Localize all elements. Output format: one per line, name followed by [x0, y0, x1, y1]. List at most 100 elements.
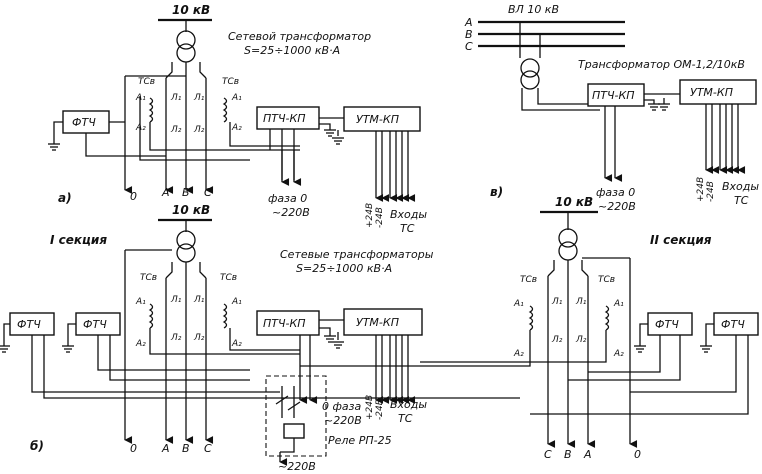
om-winding-lv [520, 70, 540, 90]
ftch-label-b3: ФТЧ [655, 318, 679, 331]
inputs-a-line1: Входы [390, 208, 427, 221]
utm-label-v: УТМ-КП [690, 86, 733, 99]
voltage-left-b: 10 кВ [172, 203, 210, 217]
label-v: в) [490, 185, 503, 199]
section1-label: I секция [50, 233, 107, 247]
a2-b2-r: A₂ [613, 349, 624, 359]
inputs-a-line2: ТС [400, 222, 415, 235]
phase-b-line2: ~220В [324, 414, 362, 427]
a1-label-r: A₁ [231, 93, 242, 103]
a2-b-r: A₂ [231, 339, 242, 349]
a1-b2: A₁ [513, 299, 524, 309]
phase-b-line1: 0 фаза [322, 400, 361, 413]
output-b-b: B [182, 442, 190, 455]
l2-label: Л₂ [170, 125, 182, 135]
phase-v-line1: фаза 0 [596, 186, 635, 199]
l1-b: Л₁ [170, 295, 182, 305]
inputs-b-line1: Входы [390, 398, 427, 411]
ptch-label-v: ПТЧ-КП [592, 89, 635, 102]
tsv-label-right-a: ТСв [222, 77, 239, 87]
utm-inputs-b [375, 335, 416, 404]
v24a-a: +24В [365, 203, 375, 228]
a1-b-r: A₁ [231, 297, 242, 307]
tsv-b-1: ТСв [140, 273, 157, 283]
title-a-line2: S=25÷1000 кВ·А [244, 44, 340, 57]
v24a-v: +24В [696, 177, 706, 202]
l1-label: Л₁ [170, 93, 182, 103]
a1-b: A₁ [135, 297, 146, 307]
tsv-b-2: ТСв [220, 273, 237, 283]
om-winding-hv [520, 58, 540, 78]
inputs-v-line2: ТС [734, 194, 749, 207]
l1-label-r: Л₁ [193, 93, 205, 103]
transformer-winding-hv [176, 30, 196, 50]
l1-b2: Л₁ [551, 297, 563, 307]
title-b-line1: Сетевые трансформаторы [280, 248, 434, 261]
title-v: Трансформатор ОМ-1,2/10кВ [578, 58, 745, 71]
utm-inputs-v [705, 104, 746, 174]
line-label-v: ВЛ 10 кВ [508, 3, 559, 16]
utm-box-a [343, 106, 421, 132]
utm-inputs-a [375, 131, 416, 202]
ftch-label-b4: ФТЧ [721, 318, 745, 331]
ptch-box-b [256, 310, 320, 336]
inputs-b-line2: ТС [398, 412, 413, 425]
l1-b-r: Л₁ [193, 295, 205, 305]
ptch-box-v [587, 83, 645, 107]
relay-label: Реле РП-25 [328, 434, 392, 447]
v24b-b: -24В [375, 399, 385, 420]
utm-box-v [679, 79, 757, 105]
phase-a-line1: фаза 0 [268, 192, 307, 205]
transformer-winding-lv [176, 43, 196, 63]
relay-voltage: ~220В [278, 460, 316, 473]
output-0-a: 0 [130, 190, 137, 203]
output-b-a: B [182, 186, 190, 199]
relay-coil [283, 423, 305, 439]
tsv-b-3: ТСв [520, 275, 537, 285]
output-a-b2: A [583, 448, 592, 461]
a2-b: A₂ [135, 339, 146, 349]
l2-label-r: Л₂ [193, 125, 205, 135]
utm-label-a: УТМ-КП [356, 113, 399, 126]
a2-b2: A₂ [513, 349, 524, 359]
v24b-a: -24В [375, 207, 385, 228]
inputs-v-line1: Входы [722, 180, 759, 193]
output-b-b2: B [564, 448, 572, 461]
l2-b2-r: Л₂ [575, 335, 587, 345]
voltage-label-a: 10 кВ [172, 3, 210, 17]
ptch-label-a: ПТЧ-КП [263, 112, 306, 125]
output-c-b2: C [544, 448, 552, 461]
output-a-a: A [161, 186, 170, 199]
phase-a-label: A [464, 16, 473, 29]
a2-label-r: A₂ [231, 123, 242, 133]
output-a-b: A [161, 442, 170, 455]
ftch-label-b2: ФТЧ [83, 318, 107, 331]
a1-b2-r: A₁ [613, 299, 624, 309]
ftch-label-b1: ФТЧ [17, 318, 41, 331]
label-a: а) [58, 191, 72, 205]
l2-b2: Л₂ [551, 335, 563, 345]
tsv-label-left-a: ТСв [138, 77, 155, 87]
title-a-line1: Сетевой трансформатор [228, 30, 371, 43]
label-b: б) [30, 439, 44, 453]
ptch-label-b: ПТЧ-КП [263, 317, 306, 330]
relay-enclosure [265, 375, 327, 457]
phase-v-line2: ~220В [598, 200, 636, 213]
diagram-b: 10 кВ I секция Сетевые трансформаторы S=… [0, 195, 759, 473]
v24b-v: -24В [706, 181, 716, 202]
output-c-a: C [204, 186, 212, 199]
phase-c-label: C [465, 40, 473, 53]
diagram-a: 10 кВ Сетевой трансформатор S=25÷1000 кВ… [47, 3, 427, 235]
l2-b-r: Л₂ [193, 333, 205, 343]
phase-a-line2: ~220В [272, 206, 310, 219]
section2-label: II секция [650, 233, 712, 247]
v24a-b: +24В [365, 395, 375, 420]
title-b-line2: S=25÷1000 кВ·А [296, 262, 392, 275]
voltage-right-b: 10 кВ [555, 195, 593, 209]
tsv-b-4: ТСв [598, 275, 615, 285]
utm-label-b: УТМ-КП [356, 316, 399, 329]
ftch-label-a: ФТЧ [72, 116, 96, 129]
output-0-b2: 0 [634, 448, 641, 461]
diagram-v: ВЛ 10 кВ A B C Трансформатор ОМ-1,2/10кВ… [464, 3, 759, 213]
